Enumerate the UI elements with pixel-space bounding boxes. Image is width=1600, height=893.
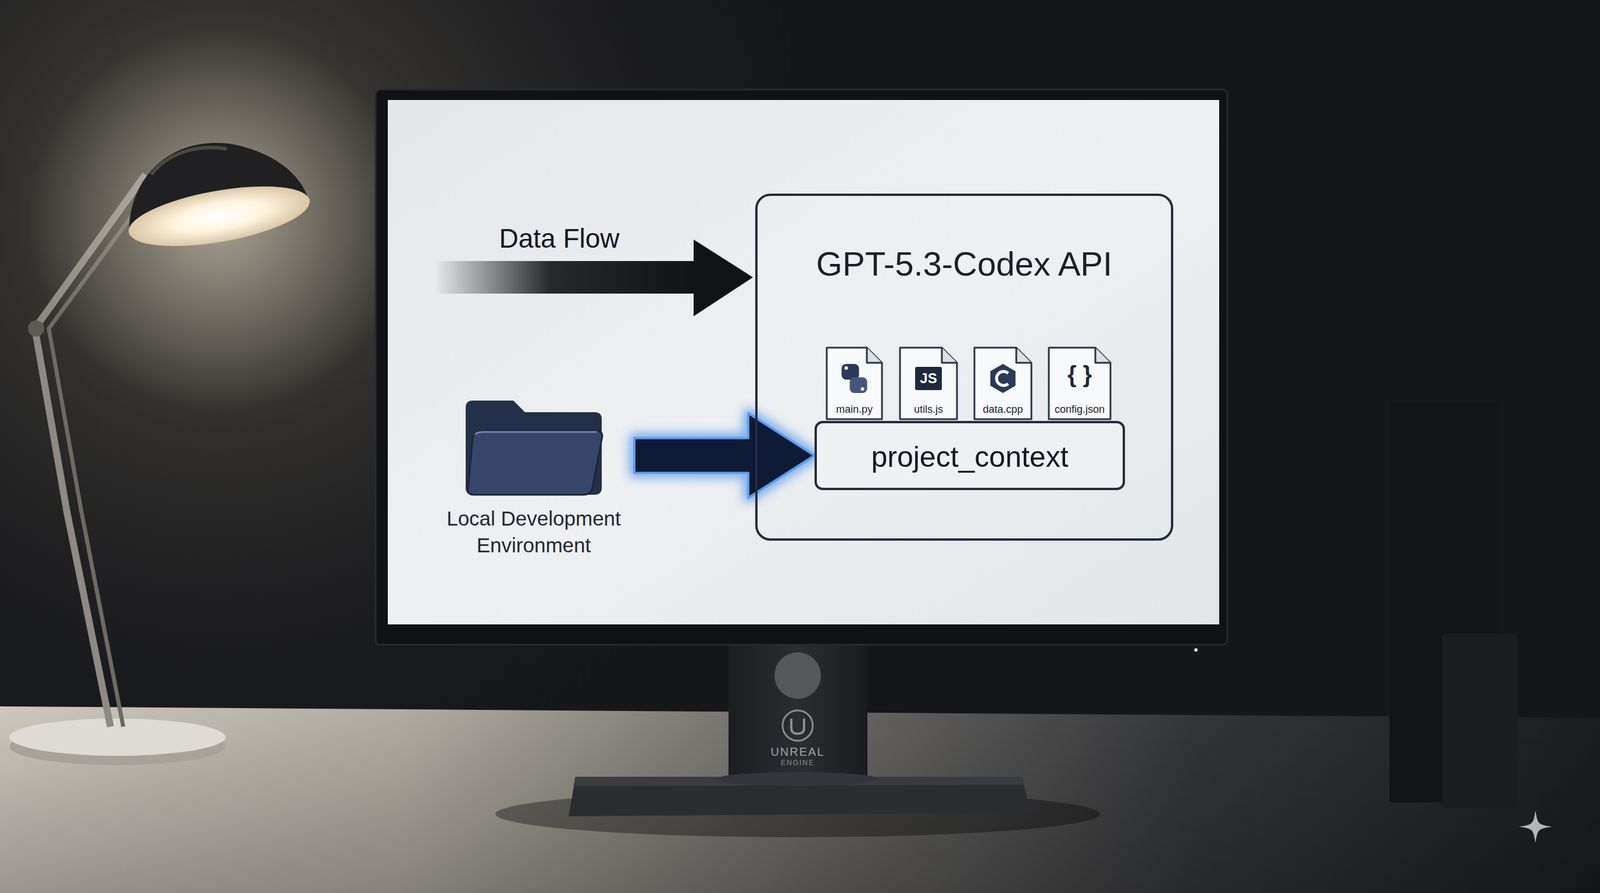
file-name: main.py: [836, 403, 873, 416]
flow-arrow-head: [693, 239, 753, 317]
lamp-base: [9, 718, 226, 756]
file-fold: [1095, 347, 1111, 363]
engine-logo-mark: [791, 718, 805, 734]
lamp-glow: [27, 29, 412, 413]
cpp-logo-mark: [996, 371, 1009, 386]
desk-shade: [0, 706, 1600, 893]
api-panel: main.py JS utils.js data.cpp { } config.json p…: [755, 193, 1174, 541]
file-outline: [1048, 347, 1111, 420]
file-fold: [866, 347, 882, 363]
block-arrow: [634, 413, 815, 499]
cable-hole: [774, 652, 821, 699]
file-name: config.json: [1054, 403, 1105, 416]
file-icon: main.py: [825, 345, 884, 421]
context-label: project_context: [870, 440, 1069, 475]
desk: [0, 706, 1600, 893]
file-badge: JS: [915, 366, 942, 391]
neck-foot: [716, 772, 880, 787]
file-fold: [941, 347, 957, 363]
monitor-neck: [728, 639, 868, 777]
panel-title: GPT-5.3-Codex API: [816, 244, 1113, 284]
power-led: [1194, 648, 1198, 652]
monitor-bezel: [375, 89, 1228, 645]
lamp-joint: [27, 320, 45, 337]
edge-glow: [634, 413, 815, 499]
file-fold: [1016, 347, 1032, 363]
file-symbol: { }: [1067, 361, 1092, 388]
folder-edge: [475, 431, 598, 435]
cpp-logo: [990, 363, 1016, 394]
brand-subtext: ENGINE: [780, 759, 815, 768]
folder-back: [465, 400, 602, 495]
file-outline: [900, 347, 957, 420]
file-icon: JS utils.js: [898, 345, 959, 421]
watermark-star: [1519, 810, 1552, 844]
engine-logo: [782, 710, 813, 741]
file-name: utils.js: [913, 403, 944, 416]
python-logo: [841, 363, 860, 380]
flow-arrow-shaft: [433, 261, 696, 294]
monitor-screen: [387, 100, 1220, 625]
file-name: data.cpp: [982, 403, 1023, 416]
lamp-highlight: [151, 147, 227, 175]
brand-text: UNREAL: [770, 745, 825, 759]
python-eye: [844, 366, 849, 370]
file-icon: data.cpp: [972, 345, 1034, 421]
file-icon: { } config.json: [1047, 345, 1113, 421]
lamp-light: [124, 175, 314, 258]
file-outline: [826, 347, 882, 420]
context-box: project_context: [814, 420, 1125, 491]
file-outline: [974, 347, 1032, 420]
arrow-label: Data Flow: [498, 223, 620, 255]
python-eye: [861, 387, 865, 391]
pen-holder: [1441, 633, 1518, 809]
folder-front: [468, 430, 603, 495]
python-logo: [850, 377, 868, 394]
folder-symbol: [465, 400, 603, 495]
folder-label: Local Development Environment: [433, 505, 635, 559]
folder-node: Local Development Environment: [433, 395, 635, 562]
